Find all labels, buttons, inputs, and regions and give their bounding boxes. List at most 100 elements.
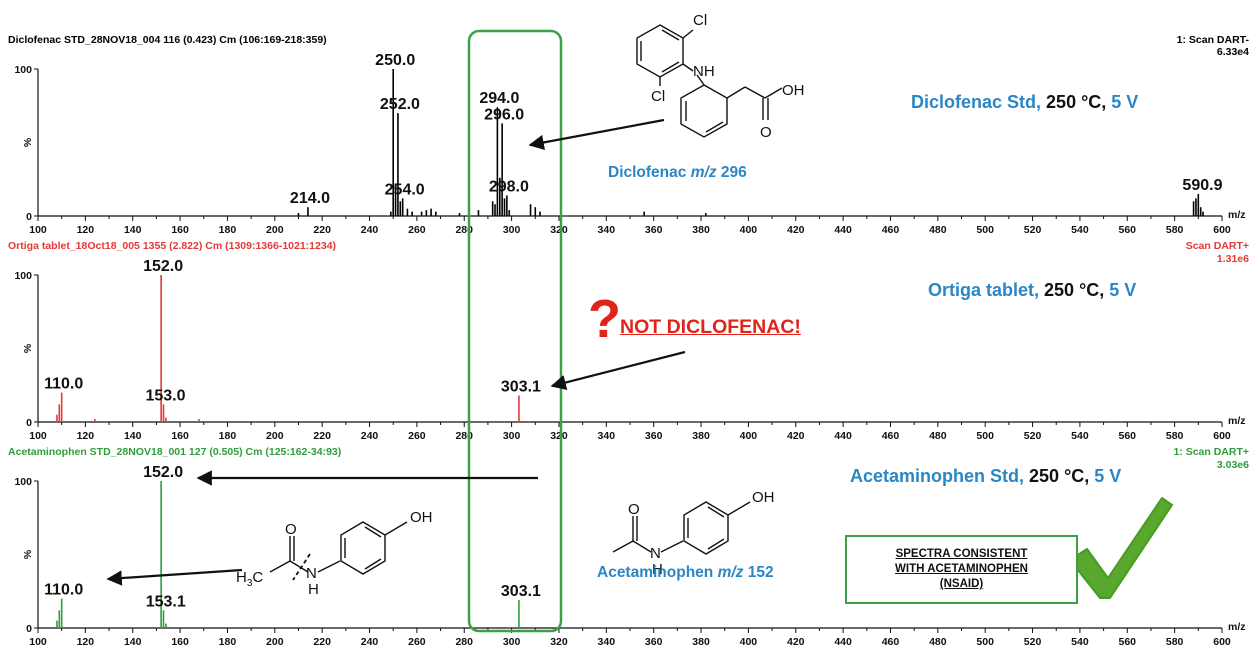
spectrum3-x-tick-label: 560 — [1119, 636, 1137, 648]
spectrum1-x-tick-label: 520 — [1024, 224, 1042, 236]
spectrum3-x-tick-label: 280 — [455, 636, 473, 648]
spectrum1-peak-label: 254.0 — [385, 181, 425, 198]
spectrum1-x-tick-label: 200 — [266, 224, 284, 236]
spectrum3-x-tick-label: 320 — [550, 636, 568, 648]
arrow-to-110 — [106, 568, 243, 586]
spectrum3-y-tick-label: 0 — [26, 623, 32, 635]
spectrum3-x-tick-label: 120 — [77, 636, 95, 648]
spectrum1-x-tick-label: 300 — [503, 224, 521, 236]
spectrum3-intensity: 3.03e6 — [1216, 459, 1249, 471]
spectrum2-peak-label: 152.0 — [143, 258, 183, 275]
spectrum3-peak-label: 110.0 — [44, 582, 83, 599]
spectrum3-x-tick-label: 260 — [408, 636, 426, 648]
spectrum3-x-tick-label: 100 — [29, 636, 47, 648]
spectrum2-x-tick-label: 240 — [361, 430, 379, 442]
spectrum2-header: Ortiga tablet_18Oct18_005 1355 (2.822) C… — [8, 240, 337, 252]
spectrum1-x-tick-label: 180 — [219, 224, 237, 236]
spectrum1-x-tick-label: 380 — [692, 224, 710, 236]
question-mark: ? — [588, 289, 621, 349]
spectrum1-x-tick-label: 540 — [1071, 224, 1089, 236]
spectrum3-scan-type: 1: Scan DART+ — [1173, 446, 1249, 458]
spectrum2-peak-label: 110.0 — [44, 376, 83, 393]
caption-acetaminophen: Acetaminophen m/z 152 — [597, 564, 774, 581]
spectrum2-x-tick-label: 120 — [77, 430, 95, 442]
spectrum1-x-tick-label: 160 — [171, 224, 189, 236]
arrow-to-303 — [550, 350, 686, 391]
spectrum2-x-tick-label: 600 — [1213, 430, 1231, 442]
spectrum3-x-tick-label: 580 — [1166, 636, 1184, 648]
spectrum3-x-tick-label: 600 — [1213, 636, 1231, 648]
not-diclofenac-label: NOT DICLOFENAC! — [620, 316, 801, 338]
spectrum1-x-tick-label: 100 — [29, 224, 47, 236]
conclusion-box: SPECTRA CONSISTENT WITH ACETAMINOPHEN (N… — [845, 535, 1078, 604]
spectrum1-x-tick-label: 580 — [1166, 224, 1184, 236]
spectrum2-x-tick-label: 260 — [408, 430, 426, 442]
spectrum1-peak-label: 252.0 — [380, 96, 420, 113]
conclusion-line-2: WITH ACETAMINOPHEN — [895, 563, 1028, 575]
spectrum1-x-tick-label: 560 — [1119, 224, 1137, 236]
conclusion-line-1: SPECTRA CONSISTENT — [895, 548, 1028, 560]
spectrum2-peak-label: 153.0 — [145, 387, 185, 404]
spectrum1-y-label: % — [22, 137, 34, 147]
mol-h: H — [308, 581, 319, 598]
spectrum2-intensity: 1.31e6 — [1216, 253, 1249, 265]
spectrum1-x-tick-label: 340 — [598, 224, 616, 236]
spectrum1-peak-label: 590.9 — [1182, 177, 1222, 194]
spectrum1-scan-type: 1: Scan DART- — [1176, 34, 1249, 46]
spectrum1-intensity: 6.33e4 — [1216, 46, 1249, 58]
spectrum3-header: Acetaminophen STD_28NOV18_001 127 (0.505… — [8, 446, 342, 458]
caption-diclofenac: Diclofenac m/z 296 — [608, 164, 747, 181]
spectrum3-x-tick-label: 200 — [266, 636, 284, 648]
spectrum2-peak-label: 303.1 — [501, 379, 541, 396]
spectrum2-x-tick-label: 140 — [124, 430, 142, 442]
condition-ortiga: Ortiga tablet, 250 °C, 5 V — [928, 280, 1137, 300]
spectrum1-x-tick-label: 140 — [124, 224, 142, 236]
spectrum2-x-tick-label: 320 — [550, 430, 568, 442]
spectrum2-x-tick-label: 200 — [266, 430, 284, 442]
mol2-h: H — [652, 561, 663, 578]
spectrum2-x-label: m/z — [1228, 415, 1246, 427]
spectrum1-header: Diclofenac STD_28NOV18_004 116 (0.423) C… — [8, 34, 327, 46]
spectrum2-x-tick-label: 100 — [29, 430, 47, 442]
spectrum3-peak-label: 303.1 — [501, 583, 541, 600]
spectrum1-x-tick-label: 480 — [929, 224, 947, 236]
spectrum1-peak-label: 250.0 — [375, 52, 415, 69]
spectrum3-x-tick-label: 140 — [124, 636, 142, 648]
spectrum1-x-tick-label: 440 — [834, 224, 852, 236]
condition-diclofenac: Diclofenac Std, 250 °C, 5 V — [911, 92, 1139, 112]
spectrum3-x-tick-label: 380 — [692, 636, 710, 648]
spectrum3-x-tick-label: 540 — [1071, 636, 1089, 648]
spectrum2-y-tick-label: 0 — [26, 417, 32, 429]
check-icon — [1069, 497, 1173, 599]
spectrum2-x-tick-label: 340 — [598, 430, 616, 442]
spectrum3-x-tick-label: 360 — [645, 636, 663, 648]
spectrum3-x-tick-label: 400 — [740, 636, 758, 648]
mol-o-amide: O — [285, 521, 297, 538]
spectrum1-x-tick-label: 420 — [787, 224, 805, 236]
spectrum3-x-tick-label: 220 — [313, 636, 331, 648]
spectrum1-x-tick-label: 360 — [645, 224, 663, 236]
mol-n: N — [306, 565, 317, 582]
spectrum3-peak-label: 153.1 — [146, 593, 186, 610]
spectrum1-x-label: m/z — [1228, 209, 1246, 221]
spectrum3-x-tick-label: 500 — [976, 636, 994, 648]
spectrum2-x-tick-label: 220 — [313, 430, 331, 442]
spectrum3-x-tick-label: 180 — [219, 636, 237, 648]
spectrum1-y-tick-label: 100 — [14, 64, 32, 76]
acetaminophen-structure-1 — [269, 521, 408, 581]
spectrum3-x-tick-label: 420 — [787, 636, 805, 648]
arrow-to-296 — [528, 118, 665, 151]
mol2-o: O — [628, 501, 640, 518]
spectrum1-x-tick-label: 600 — [1213, 224, 1231, 236]
spectrum1-x-tick-label: 500 — [976, 224, 994, 236]
spectrum2-x-tick-label: 520 — [1024, 430, 1042, 442]
spectrum1-x-tick-label: 260 — [408, 224, 426, 236]
spectrum1-x-tick-label: 460 — [882, 224, 900, 236]
spectrum1-x-tick-label: 220 — [313, 224, 331, 236]
spectrum1-x-tick-label: 240 — [361, 224, 379, 236]
mol2-n: N — [650, 545, 661, 562]
spectrum3-x-tick-label: 440 — [834, 636, 852, 648]
spectrum3-x-tick-label: 460 — [882, 636, 900, 648]
mol-cl-top: Cl — [693, 12, 707, 29]
